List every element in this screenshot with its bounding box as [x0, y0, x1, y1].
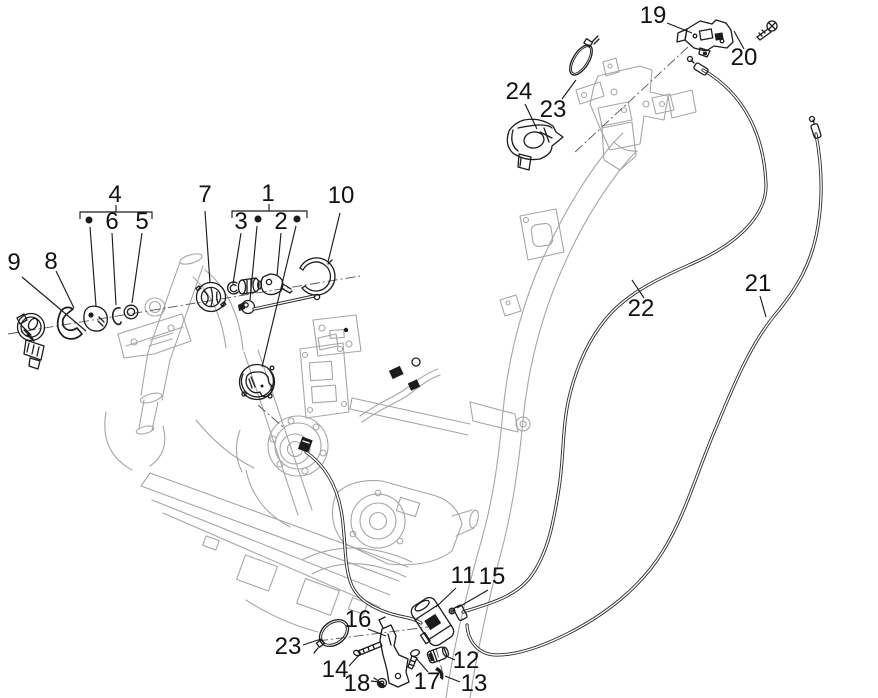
part-3-washer [226, 281, 239, 295]
fuel-pump-flange [195, 415, 329, 528]
part-20-screw [756, 20, 778, 41]
part-key-with-rod [238, 294, 316, 315]
frame-mid-brackets [243, 314, 531, 516]
callout-20: 20 [730, 44, 758, 71]
callout-15: 15 [478, 563, 506, 590]
steering-column [104, 253, 244, 471]
callout-13: 13 [460, 670, 488, 697]
callout-11: 11 [450, 562, 476, 589]
callout-21: 21 [744, 270, 772, 297]
part-14-screw [353, 641, 383, 657]
rear-lock-cable-21 [465, 115, 823, 657]
part-1-lock-cylinder [237, 277, 262, 295]
leader-lines [21, 22, 767, 683]
part-6-clip [111, 307, 122, 326]
floor-rails [140, 472, 413, 633]
part-13-pin [435, 667, 444, 680]
callout-9: 9 [7, 249, 21, 276]
callout-8: 8 [44, 248, 58, 275]
part-23-tie-ring-top [569, 35, 600, 76]
parts-artwork [16, 19, 778, 689]
wiring-harness [359, 357, 441, 423]
callout-23-top: 23 [539, 96, 567, 123]
fuel-sender-cable [297, 436, 423, 625]
group-bracket-1 [231, 204, 308, 223]
callout-12: 12 [452, 647, 480, 674]
callout-2: 2 [274, 208, 288, 235]
callout-14: 14 [321, 656, 349, 683]
part-8-dust-cover [56, 306, 83, 340]
part-7-lock-collar [195, 281, 227, 313]
seat-lock-cable-22 [461, 55, 768, 614]
part-17-screw [407, 649, 421, 670]
part-23-tie-ring-bottom [313, 618, 350, 654]
callout-3: 3 [234, 208, 248, 235]
callout-1: 1 [261, 180, 275, 207]
callout-4: 4 [108, 181, 122, 208]
part-2-key [260, 273, 293, 296]
engine-block [331, 479, 479, 566]
callout-23-bottom: 23 [274, 633, 302, 660]
callout-10: 10 [327, 182, 355, 209]
part-12-cylinder [426, 646, 450, 664]
callout-5: 5 [135, 208, 149, 235]
part-fuel-cap [238, 363, 276, 401]
callout-16: 16 [344, 606, 372, 633]
part-11-seat-lock [410, 596, 455, 647]
callout-17: 17 [413, 668, 441, 695]
part-19-latch [676, 19, 734, 58]
part-15-nut [448, 604, 468, 622]
group-bracket-4 [79, 205, 153, 224]
part-18-clip [373, 677, 388, 689]
centerlines [7, 46, 689, 679]
part-9-ignition-switch [16, 312, 46, 370]
scooter-frame-artwork [104, 57, 697, 698]
cables [297, 55, 823, 657]
callout-22: 22 [627, 295, 655, 322]
callout-19: 19 [639, 2, 667, 29]
callout-7: 7 [198, 181, 212, 208]
part-24-cover [506, 118, 564, 171]
part-4-lock-body [83, 305, 108, 332]
rear-frame-tube [445, 57, 697, 698]
callout-24: 24 [505, 78, 533, 105]
callout-6: 6 [105, 208, 119, 235]
part-16-bracket [378, 616, 410, 688]
callout-18: 18 [343, 670, 371, 697]
part-5-ring-nut [123, 304, 139, 320]
part-10-ring [299, 257, 336, 301]
